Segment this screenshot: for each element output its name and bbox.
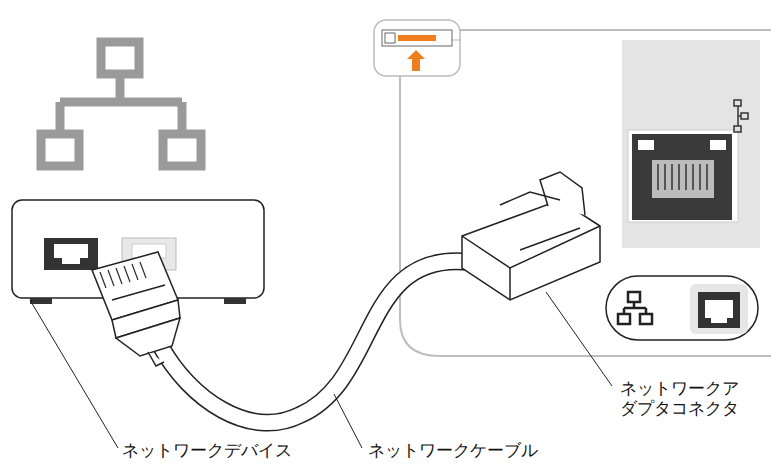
leader-line [30,292,612,448]
rj45-plug-right [462,172,600,300]
part-label: ネットワークデバイス [122,440,292,460]
adapter-port [622,40,760,248]
network-port-icon [606,276,758,340]
rj45-plug [92,252,180,366]
part-label: ネットワークケーブル [368,440,538,460]
computer-panel [400,30,771,356]
network-symbol [41,42,201,166]
network-cable-body [160,261,470,422]
network-cable [160,261,470,422]
part-label: ネットワークアダプタコネクタ [620,378,744,419]
link-indicator-inset [374,20,460,76]
